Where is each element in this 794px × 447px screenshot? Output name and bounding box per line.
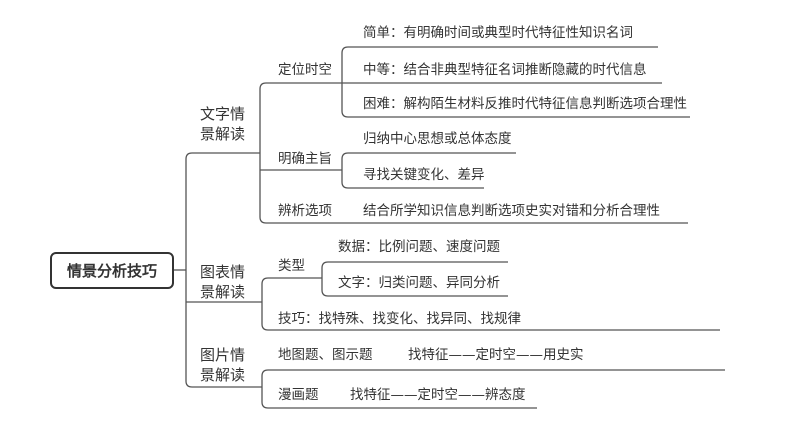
branch-chart-scene[interactable]: 图表情景解读 [200, 263, 246, 301]
node-main-idea[interactable]: 明确主旨 [278, 151, 332, 167]
node-analyze-options[interactable]: 辨析选项 [278, 203, 332, 219]
leaf-find-changes[interactable]: 寻找关键变化、差异 [363, 167, 485, 183]
leaf-hard[interactable]: 困难：解构陌生材料反推时代特征信息判断选项合理性 [363, 96, 687, 112]
leaf-simple[interactable]: 简单：有明确时间或典型时代特征性知识名词 [363, 25, 633, 41]
node-types[interactable]: 类型 [278, 258, 305, 274]
node-locate-time-space[interactable]: 定位时空 [278, 62, 332, 78]
leaf-text[interactable]: 文字：归类问题、异同分析 [338, 275, 500, 291]
leaf-judge-options[interactable]: 结合所学知识信息判断选项史实对错和分析合理性 [363, 203, 660, 219]
leaf-data[interactable]: 数据：比例问题、速度问题 [338, 239, 500, 255]
node-cartoon[interactable]: 漫画题 [278, 387, 319, 403]
leaf-map-steps[interactable]: 找特征——定时空——用史实 [408, 347, 584, 363]
root-node[interactable]: 情景分析技巧 [50, 252, 174, 289]
branch-image-scene[interactable]: 图片情景解读 [200, 346, 246, 384]
root-label: 情景分析技巧 [66, 262, 157, 280]
node-techniques[interactable]: 技巧：找特殊、找变化、找异同、找规律 [278, 311, 521, 327]
leaf-cartoon-steps[interactable]: 找特征——定时空——辨态度 [350, 387, 526, 403]
node-map-diagram[interactable]: 地图题、图示题 [278, 347, 373, 363]
leaf-summarize[interactable]: 归纳中心思想或总体态度 [363, 131, 512, 147]
leaf-medium[interactable]: 中等：结合非典型特征名词推断隐藏的时代信息 [363, 62, 647, 78]
branch-text-scene[interactable]: 文字情景解读 [200, 105, 246, 143]
